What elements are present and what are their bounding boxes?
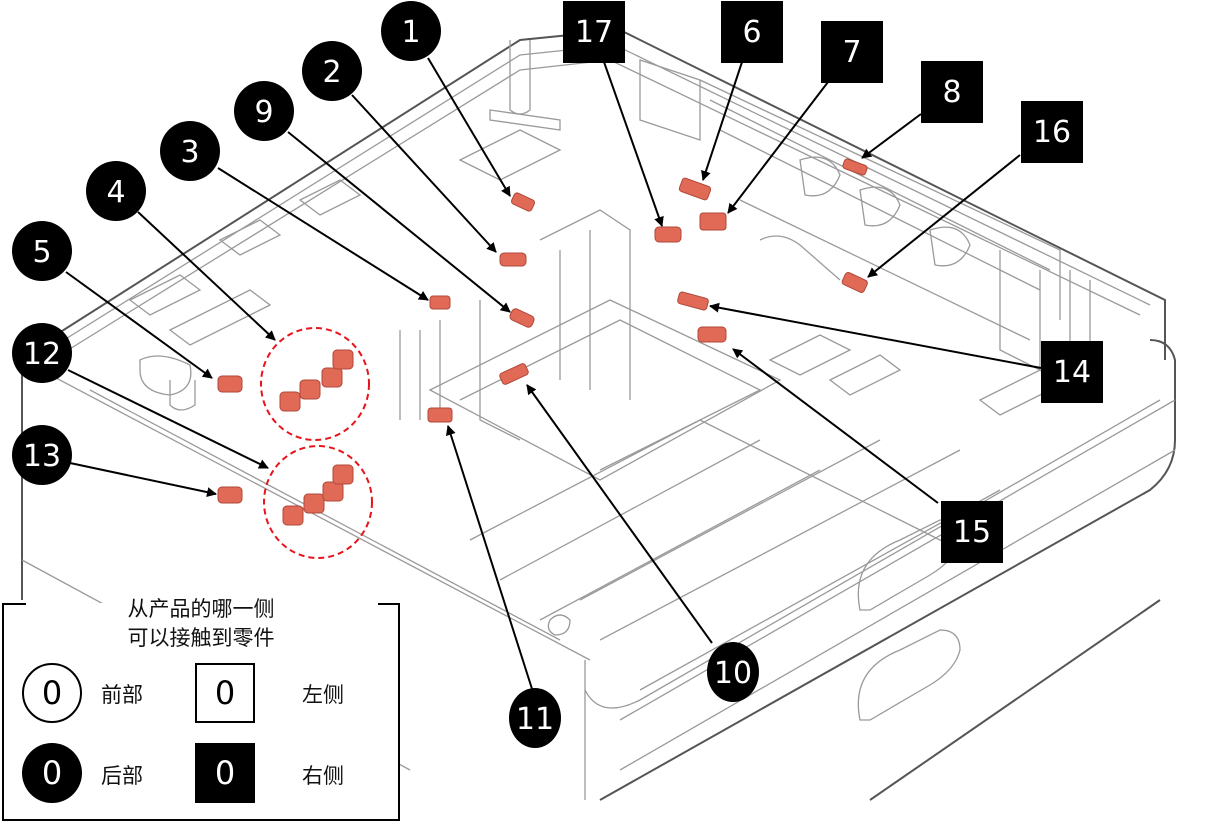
- leader-1: [427, 57, 511, 197]
- callout-9: 9: [234, 81, 294, 141]
- svg-text:3: 3: [180, 135, 199, 170]
- part-group-12: [282, 464, 354, 526]
- callout-8: 8: [921, 61, 983, 123]
- legend-title: 从产品的哪一侧 可以接触到零件: [4, 595, 398, 653]
- svg-text:4: 4: [106, 175, 125, 210]
- svg-text:14: 14: [1053, 355, 1091, 390]
- svg-text:13: 13: [23, 439, 61, 474]
- part-13: [217, 486, 243, 504]
- svg-text:6: 6: [742, 15, 761, 50]
- group-circles: [260, 327, 373, 559]
- legend-label-rear: 后部: [101, 764, 143, 788]
- svg-text:12: 12: [23, 337, 61, 372]
- svg-text:11: 11: [516, 702, 554, 737]
- callout-15: 15: [941, 501, 1003, 563]
- legend-symbol-rear: 0: [22, 743, 82, 803]
- part-15: [697, 326, 727, 343]
- leader-9: [287, 131, 511, 313]
- callout-4: 4: [86, 161, 146, 221]
- svg-text:10: 10: [714, 656, 752, 691]
- callout-17: 17: [563, 1, 625, 63]
- legend-label-right: 右侧: [302, 764, 344, 788]
- part-2: [499, 252, 527, 267]
- highlighted-parts: [217, 158, 868, 526]
- legend-symbol-left: 0: [195, 663, 255, 723]
- leader-17: [603, 61, 664, 227]
- callout-3: 3: [160, 121, 220, 181]
- callout-16: 16: [1021, 101, 1083, 163]
- svg-text:17: 17: [575, 15, 613, 50]
- callout-2: 2: [302, 41, 362, 101]
- part-6: [678, 177, 712, 201]
- callout-12: 12: [12, 323, 72, 383]
- legend-title-line2: 可以接触到零件: [127, 626, 275, 650]
- svg-text:16: 16: [1033, 115, 1071, 150]
- callout-6: 6: [721, 1, 783, 63]
- part-11: [427, 407, 453, 423]
- part-9: [509, 308, 535, 328]
- svg-text:15: 15: [953, 515, 991, 550]
- svg-text:9: 9: [254, 95, 273, 130]
- callout-14: 14: [1041, 341, 1103, 403]
- callout-13: 13: [12, 425, 72, 485]
- legend-border-left-cap: [4, 603, 26, 605]
- leader-13: [69, 462, 217, 498]
- part-10: [499, 363, 529, 385]
- callout-1: 1: [381, 1, 441, 61]
- group-circle-4: [260, 327, 370, 441]
- callouts: 1 2 9 3 4 5 12 13: [12, 1, 1103, 748]
- legend-border-right-cap: [378, 603, 398, 605]
- leader-6: [701, 61, 743, 181]
- callout-10: 10: [707, 642, 759, 702]
- leader-15: [732, 348, 939, 504]
- leader-12: [67, 369, 269, 469]
- callout-7: 7: [821, 21, 883, 83]
- leader-7: [727, 81, 829, 214]
- legend-symbol-front: 0: [22, 663, 82, 723]
- leader-lines: [65, 57, 1042, 693]
- part-16: [841, 271, 868, 293]
- legend-label-left: 左侧: [302, 683, 344, 707]
- part-14: [677, 291, 709, 311]
- leader-14: [709, 302, 1042, 369]
- legend-symbol-right: 0: [195, 743, 255, 803]
- leader-11: [445, 425, 534, 693]
- part-5: [217, 375, 243, 393]
- legend-title-line1: 从产品的哪一侧: [127, 597, 275, 621]
- leader-10: [526, 384, 713, 644]
- svg-text:8: 8: [942, 75, 961, 110]
- part-8: [842, 158, 868, 176]
- part-1: [510, 192, 536, 212]
- callout-5: 5: [12, 221, 72, 281]
- leader-16: [867, 154, 1021, 278]
- leader-4: [137, 211, 276, 341]
- group-circle-12: [263, 445, 373, 559]
- leader-3: [217, 167, 429, 301]
- callout-11: 11: [509, 688, 561, 748]
- part-7: [699, 212, 727, 231]
- printer-line-art: [21, 28, 1176, 801]
- part-group-4: [279, 349, 354, 412]
- svg-text:2: 2: [322, 55, 341, 90]
- part-3: [429, 295, 451, 310]
- leader-2: [351, 94, 497, 253]
- svg-text:7: 7: [842, 35, 861, 70]
- svg-text:1: 1: [401, 15, 420, 50]
- part-17: [654, 226, 682, 243]
- legend-label-front: 前部: [101, 683, 143, 707]
- legend-box: 从产品的哪一侧 可以接触到零件 0 前部 0 左侧 0 后部 0 右侧: [2, 597, 400, 821]
- leader-8: [861, 113, 922, 159]
- leader-5: [65, 271, 213, 379]
- svg-text:5: 5: [32, 235, 51, 270]
